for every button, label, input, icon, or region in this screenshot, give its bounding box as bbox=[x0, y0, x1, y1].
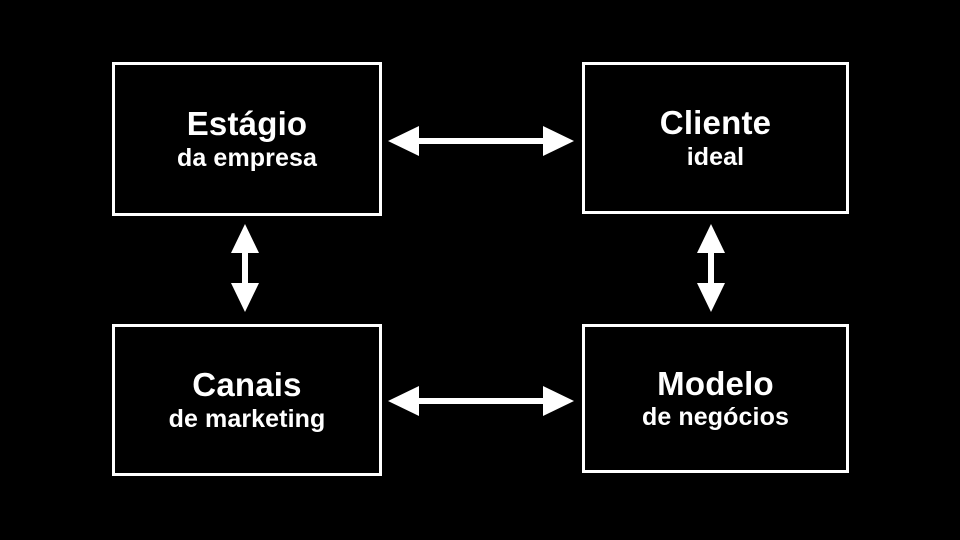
node-cliente-title: Cliente bbox=[659, 104, 772, 142]
connector-cliente-modelo-double-arrow-icon bbox=[694, 224, 728, 312]
node-cliente[interactable]: Cliente ideal bbox=[582, 62, 849, 214]
node-estagio-title: Estágio bbox=[186, 105, 308, 143]
node-modelo-subtitle: de negócios bbox=[642, 403, 789, 432]
node-modelo[interactable]: Modelo de negócios bbox=[582, 324, 849, 473]
node-modelo-title: Modelo bbox=[657, 364, 774, 402]
node-canais[interactable]: Canais de marketing bbox=[112, 324, 382, 476]
node-estagio-subtitle: da empresa bbox=[177, 143, 317, 172]
connector-canais-modelo-double-arrow-icon bbox=[388, 384, 574, 418]
node-canais-subtitle: de marketing bbox=[168, 404, 326, 433]
connector-estagio-cliente-double-arrow-icon bbox=[388, 124, 574, 158]
connector-estagio-canais-double-arrow-icon bbox=[228, 224, 262, 312]
node-estagio[interactable]: Estágio da empresa bbox=[112, 62, 382, 216]
node-cliente-subtitle: ideal bbox=[686, 142, 745, 171]
node-canais-title: Canais bbox=[192, 366, 302, 404]
